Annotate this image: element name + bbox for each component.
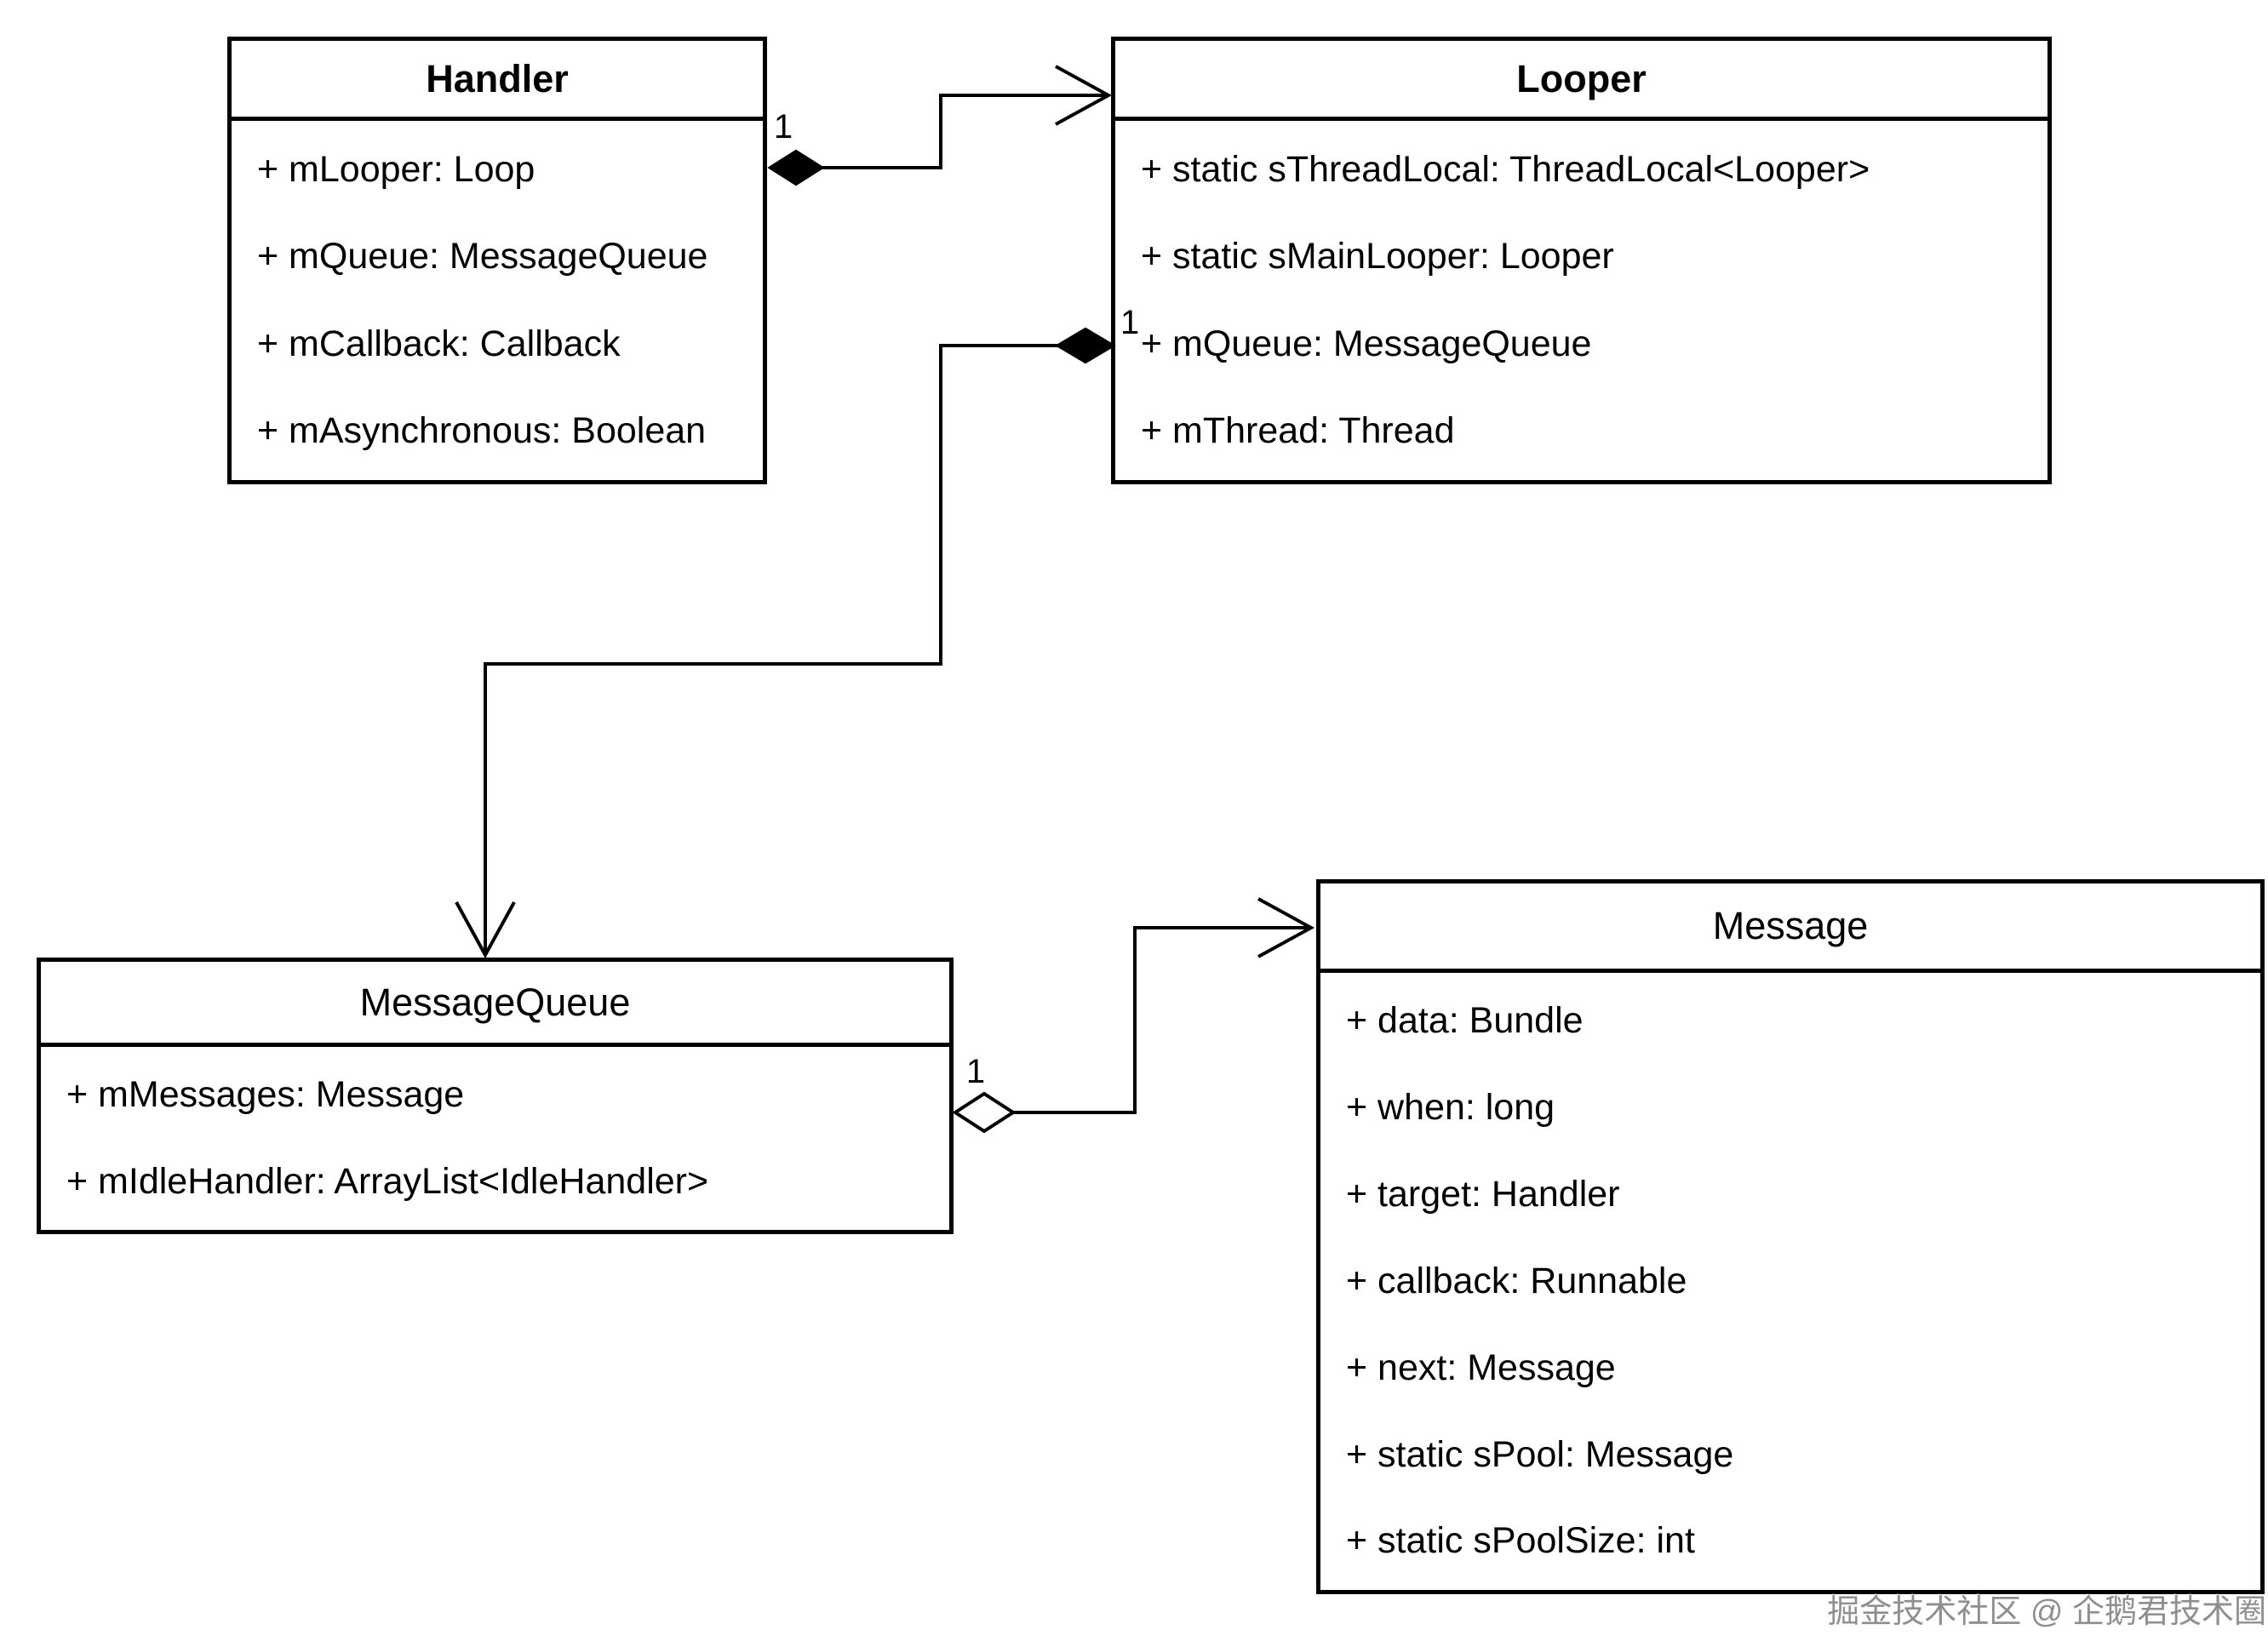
attribute-spoolsize: + static sPoolSize: int xyxy=(1346,1520,1695,1562)
class-box-message: Message + data: Bundle + when: long + ta… xyxy=(1316,879,2265,1594)
attribute-midlehandler: + mIdleHandler: ArrayList<IdleHandler> xyxy=(66,1160,709,1202)
attribute-sthreadlocal: + static sThreadLocal: ThreadLocal<Loope… xyxy=(1141,148,1870,190)
attribute-next: + next: Message xyxy=(1346,1347,1616,1388)
attribute-masynchronous: + mAsynchronous: Boolean xyxy=(257,410,707,452)
attribute-looper-mqueue: + mQueue: MessageQueue xyxy=(1141,323,1592,364)
attribute-mqueue: + mQueue: MessageQueue xyxy=(257,236,708,277)
class-title-message: Message xyxy=(1320,883,2260,973)
composition-diamond-handler xyxy=(767,149,825,186)
connector-messagequeue-message: 1 xyxy=(952,897,1315,1134)
class-box-handler: Handler + mLooper: Loop + mQueue: Messag… xyxy=(227,37,767,484)
attribute-section-looper: + static sThreadLocal: ThreadLocal<Loope… xyxy=(1115,121,2048,480)
watermark-text: 掘金技术社区 @ 企鹅君技术圈 xyxy=(1827,1594,2266,1630)
connector-handler-looper: 1 xyxy=(767,65,1113,186)
multiplicity-handler-looper: 1 xyxy=(774,108,793,146)
attribute-data: + data: Bundle xyxy=(1346,1000,1584,1042)
open-arrowhead-into-message xyxy=(1257,897,1315,958)
attribute-mlooper: + mLooper: Loop xyxy=(257,148,536,190)
attribute-section-handler: + mLooper: Loop + mQueue: MessageQueue +… xyxy=(232,121,763,480)
composition-diamond-looper xyxy=(1055,327,1116,364)
class-title-messagequeue: MessageQueue xyxy=(41,962,949,1047)
class-box-messagequeue: MessageQueue + mMessages: Message + mIdl… xyxy=(37,958,954,1234)
attribute-mcallback: + mCallback: Callback xyxy=(257,323,621,364)
attribute-section-message: + data: Bundle + when: long + target: Ha… xyxy=(1320,973,2260,1590)
open-arrowhead-into-messagequeue xyxy=(455,901,516,959)
attribute-target: + target: Handler xyxy=(1346,1174,1620,1215)
attribute-when: + when: long xyxy=(1346,1087,1555,1129)
attribute-callback: + callback: Runnable xyxy=(1346,1260,1687,1301)
multiplicity-messagequeue-message: 1 xyxy=(966,1053,985,1090)
attribute-section-messagequeue: + mMessages: Message + mIdleHandler: Arr… xyxy=(41,1047,949,1230)
attribute-smainlooper: + static sMainLooper: Looper xyxy=(1141,236,1614,277)
aggregation-diamond-messagequeue xyxy=(952,1091,1017,1134)
class-title-handler: Handler xyxy=(232,41,763,121)
attribute-mmessages: + mMessages: Message xyxy=(66,1074,465,1116)
open-arrowhead-into-looper xyxy=(1055,65,1113,126)
connector-handler-looper-line xyxy=(822,94,1107,169)
class-title-looper: Looper xyxy=(1115,41,2048,121)
attribute-spool: + static sPool: Message xyxy=(1346,1433,1734,1475)
class-box-looper: Looper + static sThreadLocal: ThreadLoca… xyxy=(1111,37,2052,484)
attribute-mthread: + mThread: Thread xyxy=(1141,410,1455,452)
connector-messagequeue-message-line xyxy=(1013,926,1308,1114)
